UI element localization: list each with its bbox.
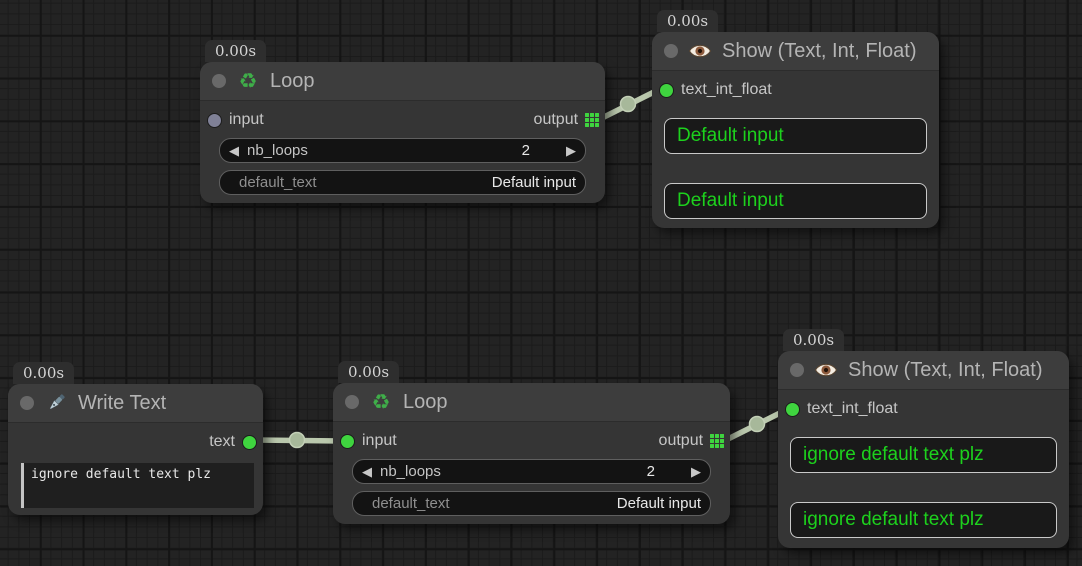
eye-icon — [688, 39, 712, 63]
node-header[interactable]: Write Text — [8, 384, 263, 423]
node-title: Show (Text, Int, Float) — [848, 358, 1043, 381]
recycle-icon: ♻ — [238, 69, 258, 93]
output-slot[interactable]: text — [209, 433, 257, 451]
output-port-dot[interactable] — [242, 434, 257, 450]
widget-label: default_text — [372, 495, 450, 512]
exec-time-badge: 0.00s — [783, 329, 845, 351]
widget-label: nb_loops — [247, 142, 308, 159]
widget-value: 2 — [646, 463, 655, 480]
decrement-arrow-icon[interactable]: ◀ — [362, 464, 372, 479]
exec-time-badge: 0.00s — [205, 40, 267, 62]
collapse-dot[interactable] — [20, 396, 34, 410]
output-slot-label: output — [658, 432, 704, 449]
input-slot-label: text_int_float — [807, 400, 898, 417]
node-loop-top[interactable]: 0.00s ♻ Loop input output ◀ nb_loops 2 ▶… — [200, 40, 605, 203]
node-title: Show (Text, Int, Float) — [722, 39, 917, 62]
link-midpoint-dot[interactable] — [288, 431, 306, 449]
widget-value: 2 — [521, 142, 530, 159]
collapse-dot[interactable] — [212, 74, 226, 88]
input-port-dot[interactable] — [785, 401, 800, 417]
input-slot[interactable]: text_int_float — [659, 81, 772, 99]
link-midpoint-dot[interactable] — [619, 95, 637, 113]
widget-label: nb_loops — [380, 463, 441, 480]
widget-value: Default input — [491, 174, 576, 191]
node-header[interactable]: Show (Text, Int, Float) — [778, 351, 1069, 390]
display-text-box[interactable]: ignore default text plz — [790, 437, 1057, 473]
node-loop-bottom[interactable]: 0.00s ♻ Loop input output ◀ nb_loops 2 ▶… — [333, 361, 730, 524]
increment-arrow-icon[interactable]: ▶ — [566, 143, 576, 158]
eye-icon — [814, 358, 838, 382]
exec-time-badge: 0.00s — [657, 10, 719, 32]
decrement-arrow-icon[interactable]: ◀ — [229, 143, 239, 158]
default-text-widget[interactable]: default_text Default input — [219, 170, 586, 195]
nb-loops-widget[interactable]: ◀ nb_loops 2 ▶ — [219, 138, 586, 163]
pen-icon — [44, 391, 68, 415]
node-title: Loop — [270, 69, 315, 92]
grid-dots-icon[interactable] — [585, 113, 599, 127]
input-port-dot[interactable] — [207, 112, 222, 128]
increment-arrow-icon[interactable]: ▶ — [691, 464, 701, 479]
node-show-top[interactable]: 0.00s Show (Text, Int, Float) text_int_f… — [652, 10, 939, 228]
display-text-box[interactable]: Default input — [664, 118, 927, 154]
exec-time-badge: 0.00s — [13, 362, 75, 384]
output-slot-label: output — [533, 111, 579, 128]
nb-loops-widget[interactable]: ◀ nb_loops 2 ▶ — [352, 459, 711, 484]
input-slot[interactable]: input — [340, 432, 397, 450]
display-text-box[interactable]: Default input — [664, 183, 927, 219]
collapse-dot[interactable] — [664, 44, 678, 58]
input-port-dot[interactable] — [659, 82, 674, 98]
input-port-dot[interactable] — [340, 433, 355, 449]
node-write-text[interactable]: 0.00s Write Text text ignore default tex… — [8, 362, 263, 515]
input-slot-label: input — [229, 111, 264, 128]
output-slot-label: text — [209, 433, 235, 450]
widget-value: Default input — [616, 495, 701, 512]
collapse-dot[interactable] — [790, 363, 804, 377]
link-midpoint-dot[interactable] — [748, 415, 766, 433]
node-header[interactable]: ♻ Loop — [333, 383, 730, 422]
exec-time-badge: 0.00s — [338, 361, 400, 383]
node-header[interactable]: ♻ Loop — [200, 62, 605, 101]
collapse-dot[interactable] — [345, 395, 359, 409]
node-show-bottom[interactable]: 0.00s Show (Text, Int, Float) text_int_f… — [778, 329, 1069, 548]
recycle-icon: ♻ — [371, 390, 391, 414]
input-slot[interactable]: text_int_float — [785, 400, 898, 418]
node-title: Write Text — [78, 391, 167, 414]
text-input-area[interactable]: ignore default text plz — [21, 463, 254, 508]
output-slot[interactable]: output — [659, 432, 724, 450]
grid-dots-icon[interactable] — [710, 434, 724, 448]
widget-label: default_text — [239, 174, 317, 191]
default-text-widget[interactable]: default_text Default input — [352, 491, 711, 516]
input-slot-label: input — [362, 432, 397, 449]
input-slot-label: text_int_float — [681, 81, 772, 98]
output-slot[interactable]: output — [534, 111, 599, 129]
display-text-box[interactable]: ignore default text plz — [790, 502, 1057, 538]
node-title: Loop — [403, 390, 448, 413]
input-slot[interactable]: input — [207, 111, 264, 129]
node-header[interactable]: Show (Text, Int, Float) — [652, 32, 939, 71]
